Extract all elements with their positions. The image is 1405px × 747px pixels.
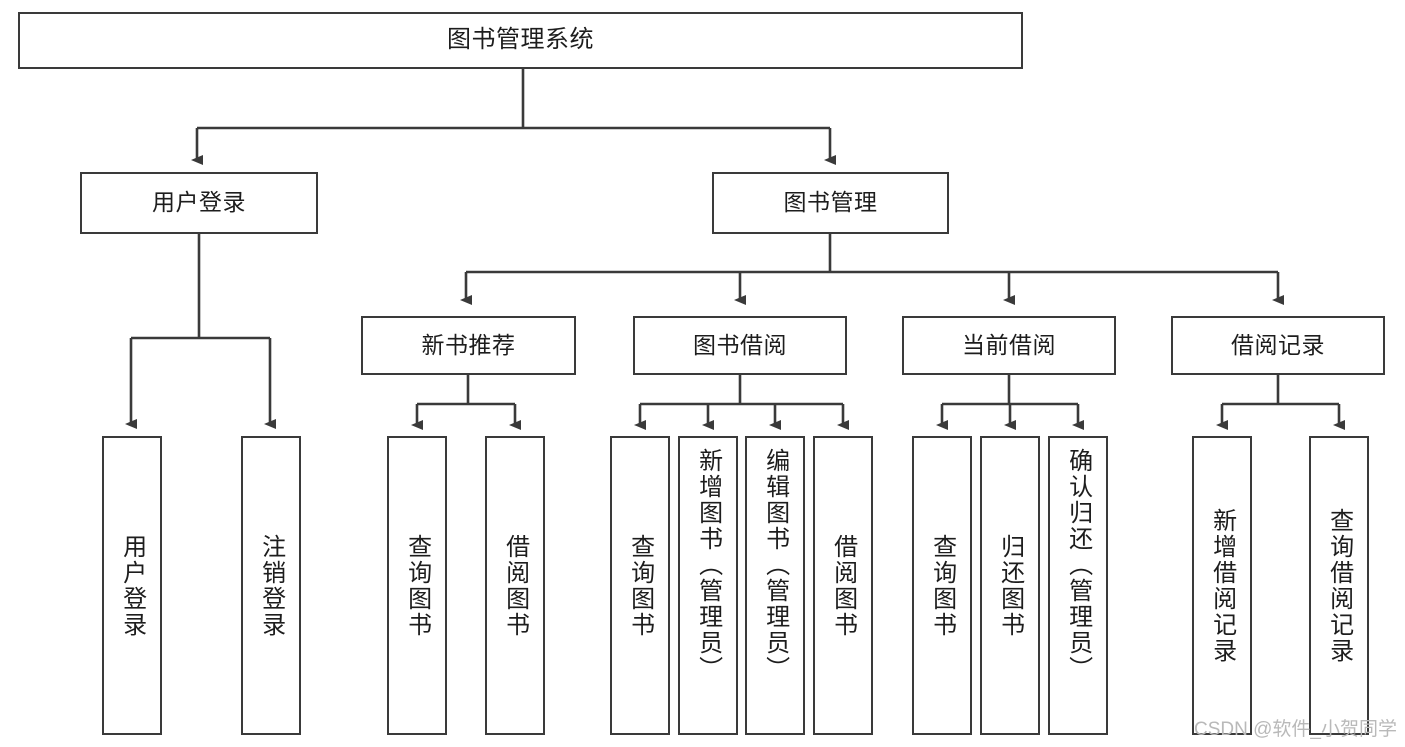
node-label: 图书管理系统: [447, 26, 594, 54]
leaf-return-book[interactable]: 归还图书: [980, 436, 1040, 735]
node-label: 确认归还（管理员）: [1064, 448, 1092, 682]
leaf-query-book-new-rec[interactable]: 查询图书: [387, 436, 447, 735]
node-label: 用户登录: [152, 189, 246, 216]
leaf-add-borrow-record[interactable]: 新增借阅记录: [1192, 436, 1252, 735]
node-label: 借阅记录: [1231, 331, 1325, 358]
node-book-management[interactable]: 图书管理: [712, 172, 949, 234]
node-label: 编辑图书（管理员）: [761, 448, 789, 682]
node-label: 当前借阅: [962, 331, 1056, 358]
leaf-user-login[interactable]: 用户登录: [102, 436, 162, 735]
node-label: 查询借阅记录: [1325, 507, 1353, 664]
leaf-query-book-borrow[interactable]: 查询图书: [610, 436, 670, 735]
node-user-login[interactable]: 用户登录: [80, 172, 318, 234]
leaf-query-borrow-record[interactable]: 查询借阅记录: [1309, 436, 1369, 735]
node-borrow-record[interactable]: 借阅记录: [1171, 316, 1385, 375]
leaf-add-book-admin[interactable]: 新增图书（管理员）: [678, 436, 738, 735]
node-label: 查询图书: [626, 533, 654, 638]
leaf-edit-book-admin[interactable]: 编辑图书（管理员）: [745, 436, 805, 735]
node-label: 归还图书: [996, 533, 1024, 638]
node-book-borrow[interactable]: 图书借阅: [633, 316, 847, 375]
node-label: 图书借阅: [693, 331, 787, 358]
node-root-book-management-system[interactable]: 图书管理系统: [18, 12, 1023, 69]
node-label: 借阅图书: [829, 533, 857, 638]
node-label: 用户登录: [118, 533, 146, 638]
node-label: 新增借阅记录: [1208, 507, 1236, 664]
node-current-borrow[interactable]: 当前借阅: [902, 316, 1116, 375]
node-label: 注销登录: [257, 533, 285, 638]
node-label: 新增图书（管理员）: [694, 448, 722, 682]
node-new-book-recommendation[interactable]: 新书推荐: [361, 316, 576, 375]
node-label: 查询图书: [403, 533, 431, 638]
leaf-borrow-book-borrow[interactable]: 借阅图书: [813, 436, 873, 735]
csdn-watermark: CSDN @软件_小贺同学: [1194, 719, 1397, 740]
leaf-borrow-book-new-rec[interactable]: 借阅图书: [485, 436, 545, 735]
node-label: 借阅图书: [501, 533, 529, 638]
leaf-confirm-return-admin[interactable]: 确认归还（管理员）: [1048, 436, 1108, 735]
leaf-user-logout[interactable]: 注销登录: [241, 436, 301, 735]
leaf-query-book-current[interactable]: 查询图书: [912, 436, 972, 735]
node-label: 图书管理: [783, 189, 878, 216]
node-label: 新书推荐: [421, 331, 516, 358]
node-label: 查询图书: [928, 533, 956, 638]
